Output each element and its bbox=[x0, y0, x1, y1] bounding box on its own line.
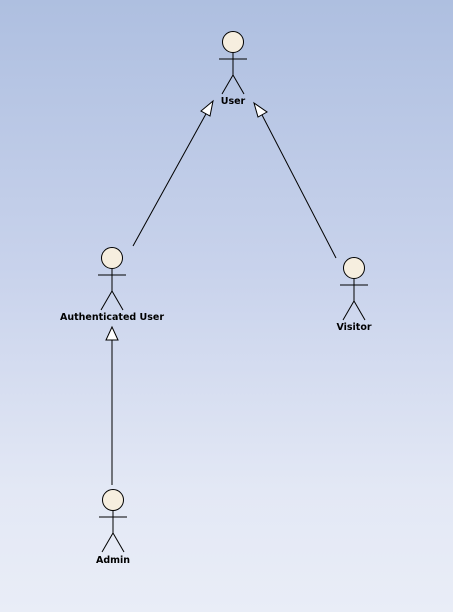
actor-user[interactable] bbox=[219, 31, 247, 95]
generalization-arrowhead bbox=[253, 101, 268, 118]
generalization-arrowhead bbox=[200, 99, 214, 117]
actor-admin[interactable] bbox=[99, 489, 127, 553]
actor-label-visitor: Visitor bbox=[336, 322, 372, 333]
actor-authenticated-user[interactable] bbox=[98, 247, 126, 311]
actor-label-authenticated-user: Authenticated User bbox=[59, 312, 165, 323]
actor-label-user: User bbox=[220, 96, 246, 107]
generalization-arrowhead bbox=[105, 325, 119, 341]
generalization-admin-to-authenticated-user[interactable] bbox=[105, 325, 119, 485]
generalization-visitor-to-user[interactable] bbox=[253, 101, 337, 259]
generalization-authenticated-user-to-user[interactable] bbox=[132, 99, 214, 247]
actor-visitor[interactable] bbox=[340, 257, 368, 321]
actor-label-admin: Admin bbox=[95, 555, 131, 566]
